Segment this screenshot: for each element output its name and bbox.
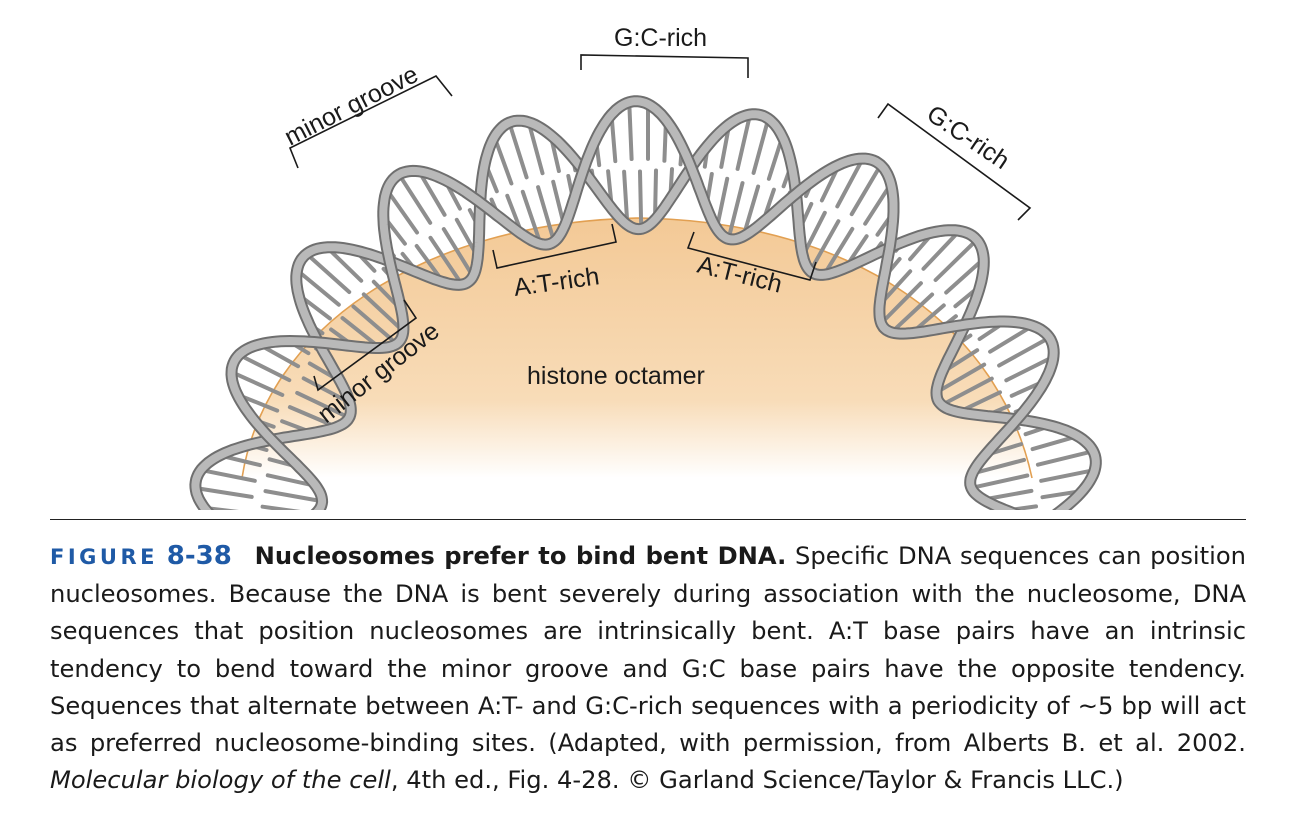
base-pair (301, 376, 347, 402)
base-pair (235, 372, 285, 397)
base-pair (351, 304, 394, 342)
caption-divider (50, 519, 1246, 520)
base-pair (921, 233, 958, 271)
base-pair (265, 473, 313, 487)
base-pair (340, 316, 378, 347)
base-pair (638, 169, 644, 225)
base-pair (811, 219, 841, 268)
label-gc-rich-right: G:C-rich (922, 100, 1015, 175)
base-pair (627, 106, 634, 161)
base-pair (997, 338, 1046, 368)
base-pair (719, 127, 731, 169)
label-histone-octamer: histone octamer (527, 362, 705, 390)
base-pair (609, 117, 618, 164)
figure-caption: FIGURE 8-38 Nucleosomes prefer to bind b… (50, 538, 1246, 799)
base-pair (428, 235, 461, 282)
base-pair (388, 192, 419, 235)
base-pair (551, 179, 566, 224)
base-pair (945, 376, 994, 405)
base-pair (400, 177, 433, 225)
base-pair (361, 292, 401, 330)
base-pair (766, 139, 783, 181)
base-pair (300, 295, 332, 321)
base-pair (622, 169, 629, 221)
base-pair (207, 506, 240, 510)
base-pair (933, 242, 975, 282)
label-minor-groove-top: minor groove (280, 60, 423, 151)
base-pair (239, 394, 280, 413)
base-pair (263, 489, 318, 503)
base-pair (528, 125, 545, 176)
base-pair (825, 226, 855, 272)
base-pair (454, 217, 478, 255)
base-pair (1030, 435, 1075, 452)
figure-number: 8-38 (166, 541, 232, 571)
base-pair (309, 256, 352, 294)
base-pair (260, 504, 301, 510)
base-pair (894, 292, 935, 331)
figure-word: FIGURE (50, 545, 158, 569)
base-pair (728, 181, 745, 235)
bracket-minor-groove-bottom (313, 299, 418, 392)
base-pair (751, 122, 769, 175)
base-pair (913, 303, 946, 332)
bracket-gc-rich-right (877, 102, 1032, 221)
base-pair (204, 469, 257, 483)
base-pair (199, 487, 254, 499)
base-pair (881, 269, 913, 304)
base-pair (1039, 469, 1091, 483)
base-pair (988, 326, 1030, 354)
base-pair (520, 189, 541, 241)
bracket-at-rich-right (686, 231, 817, 281)
base-pair (242, 355, 292, 383)
base-pair (819, 166, 840, 203)
base-pair (1035, 450, 1090, 467)
caption-source-title: Molecular biology of the cell (50, 766, 391, 795)
base-pair (735, 118, 751, 171)
base-pair (944, 260, 982, 295)
base-pair (662, 122, 668, 163)
dna-double-helix (189, 95, 1102, 510)
base-pair (835, 161, 862, 209)
base-pair (295, 390, 346, 417)
base-pair (743, 184, 761, 233)
base-pair (1004, 357, 1051, 383)
base-pair (863, 186, 891, 226)
base-pair (328, 249, 364, 283)
nucleosome-figure: minor groove G:C-rich G:C-rich A:T-rich … (189, 24, 1102, 510)
base-pair (939, 362, 987, 392)
base-pair (715, 176, 730, 226)
base-pair (803, 210, 827, 254)
bracket-at-rich-left (492, 223, 617, 269)
base-pair (883, 281, 923, 321)
base-pair (441, 227, 472, 274)
base-pair (961, 390, 1002, 412)
base-pair (509, 126, 529, 180)
base-pair (494, 140, 514, 186)
bracket-gc-rich-top (580, 54, 749, 78)
caption-title: Nucleosomes prefer to bind bent DNA. (254, 542, 787, 570)
base-pair (849, 168, 880, 217)
base-pair (222, 454, 262, 468)
base-pair (414, 244, 443, 281)
base-pair (299, 272, 341, 307)
base-pair (1040, 489, 1081, 500)
label-gc-rich-top: G:C-rich (614, 24, 707, 52)
base-pair (419, 174, 447, 217)
caption-source-end: , 4th ed., Fig. 4-28. © Garland Science/… (390, 766, 1124, 795)
base-pair (976, 457, 1026, 475)
bracket-minor-groove-top (288, 74, 453, 169)
base-pair (536, 185, 555, 238)
base-pair (975, 473, 1030, 489)
base-pair (261, 344, 301, 369)
base-pair (986, 488, 1034, 501)
dna-strand-2 (227, 97, 1058, 510)
dna-strand-1 (191, 110, 1100, 510)
base-pair (287, 405, 334, 427)
base-pair (653, 168, 658, 217)
caption-body: Specific DNA sequences can position nucl… (50, 542, 1246, 758)
